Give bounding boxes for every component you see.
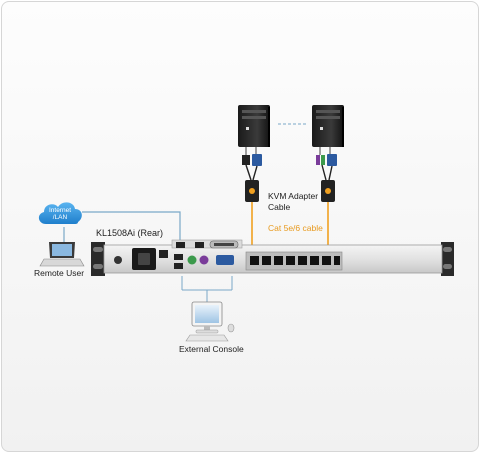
- kvm-adapter-label-line2: Cable: [268, 202, 291, 212]
- kvm-switch-icon: [91, 239, 454, 276]
- kvm-adapter-cable-2: [316, 147, 337, 202]
- cloud-label: Internet /LAN: [48, 207, 72, 221]
- kvm-adapter-cable-1: [242, 147, 262, 202]
- monitor-icon: [185, 301, 235, 342]
- cloud-icon: [38, 202, 82, 224]
- network-cable: [82, 211, 181, 242]
- remote-user-label: Remote User: [34, 268, 85, 278]
- external-console-label: External Console: [179, 344, 244, 354]
- laptop-icon: [39, 242, 85, 267]
- kvm-adapter-label-line1: KVM Adapter: [268, 191, 319, 201]
- console-connection: [181, 276, 233, 302]
- cat-cable-label: Cat 5e/6 cable: [268, 223, 323, 233]
- server-icon: [238, 105, 270, 147]
- device-label: KL1508Ai (Rear): [96, 228, 164, 238]
- server-icon: [312, 105, 344, 147]
